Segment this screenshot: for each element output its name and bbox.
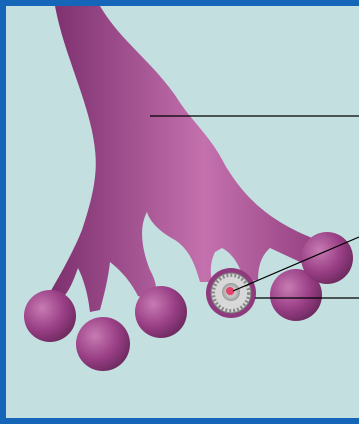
sectioned-toe-center bbox=[226, 287, 234, 295]
toe-ball-2 bbox=[76, 317, 130, 371]
toe-ball-3 bbox=[135, 286, 187, 338]
toe-ball-1 bbox=[24, 290, 76, 342]
